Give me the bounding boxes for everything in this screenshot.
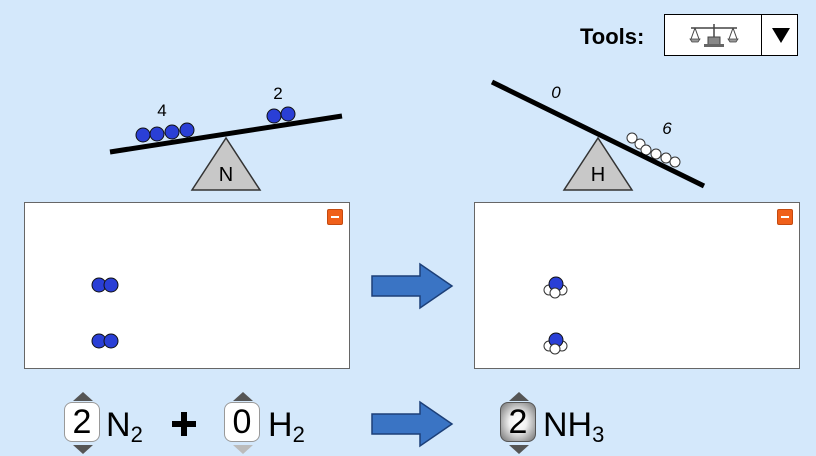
nh3-molecule	[543, 276, 568, 299]
balance-left-count: 0	[551, 83, 561, 102]
increment-icon[interactable]	[73, 392, 93, 401]
nh3-molecule	[543, 332, 568, 355]
fulcrum	[562, 136, 634, 191]
balance-right-count: 2	[273, 84, 282, 103]
fulcrum	[190, 136, 262, 191]
right-arrow-icon	[371, 262, 454, 310]
n2-formula: N2	[106, 406, 143, 447]
decrement-icon[interactable]	[73, 445, 93, 454]
n2-molecule	[91, 277, 119, 293]
plus-icon	[172, 412, 196, 436]
balance-beam	[109, 113, 343, 155]
balance-element-label: H	[591, 164, 605, 186]
h2-coefficient[interactable]: 0	[224, 402, 260, 442]
hydrogen-atoms-right	[626, 132, 681, 168]
reactants-box	[24, 202, 350, 369]
nitrogen-atoms-right	[266, 106, 296, 124]
balance-element-label: N	[219, 164, 233, 186]
nh3-coefficient[interactable]: 2	[500, 402, 536, 442]
n2-coefficient-spinner[interactable]: 2	[64, 392, 102, 454]
decrement-icon[interactable]	[509, 445, 529, 454]
nitrogen-balance: 4 2 N	[109, 84, 343, 191]
dropdown-divider	[761, 15, 762, 55]
nitrogen-atoms-left	[135, 122, 195, 143]
increment-icon[interactable]	[233, 392, 253, 401]
balance-left-count: 4	[157, 101, 166, 120]
decrement-icon[interactable]	[233, 445, 253, 454]
balance-right-count: 6	[662, 119, 672, 138]
nh3-coefficient-spinner[interactable]: 2	[500, 392, 538, 454]
n2-coefficient[interactable]: 2	[64, 402, 100, 442]
yields-arrow-icon	[371, 400, 454, 448]
triangle-down-icon[interactable]	[771, 25, 791, 45]
hydrogen-balance: 0 6 H	[490, 79, 706, 191]
h2-coefficient-spinner[interactable]: 0	[224, 392, 262, 454]
products-box	[474, 202, 800, 369]
minus-icon[interactable]	[777, 209, 793, 225]
n2-molecule	[91, 333, 119, 349]
balance-beam	[490, 79, 706, 189]
minus-icon[interactable]	[327, 209, 343, 225]
balance-scale-icon	[689, 24, 739, 47]
h2-formula: H2	[268, 406, 305, 447]
tools-label: Tools:	[580, 24, 645, 49]
tools-dropdown[interactable]	[664, 14, 798, 56]
nh3-formula: NH3	[543, 406, 605, 447]
increment-icon[interactable]	[509, 392, 529, 401]
